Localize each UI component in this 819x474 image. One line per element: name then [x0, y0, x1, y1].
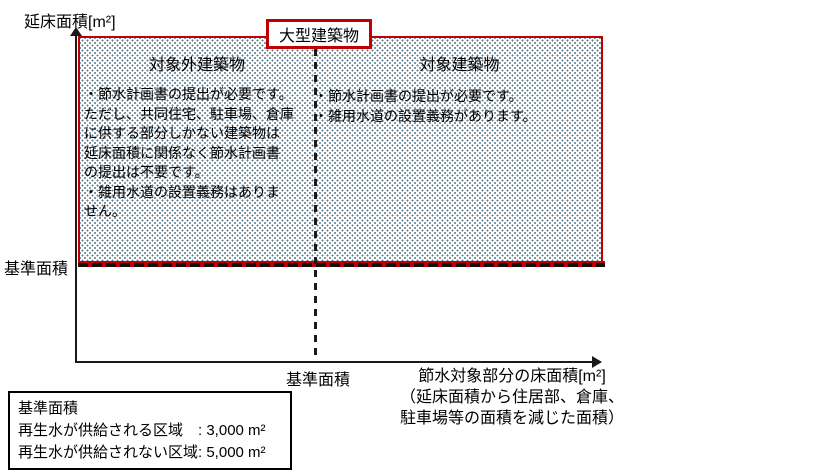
base-area-threshold-dashed-line	[78, 261, 605, 267]
arrow-right-icon	[592, 356, 602, 368]
y-axis-label: 延床面積[m²]	[24, 14, 116, 31]
subject-region-body: ・節水計画書の提出が必要です。 ・雑用水道の設置義務があります。	[314, 88, 537, 124]
y-axis-line	[75, 34, 77, 363]
x-axis-label: 節水対象部分の床面積[m²] （延床面積から住居部、倉庫、 駐車場等の面積を減じ…	[399, 368, 624, 427]
region-divider-dashed-line	[314, 49, 317, 362]
legend-row-not-supplied: 再生水が供給されない区域: 5,000 m²	[18, 444, 266, 461]
y-threshold-label: 基準面積	[4, 261, 69, 278]
exempt-region-title: 対象外建築物	[148, 57, 245, 74]
legend-title: 基準面積	[18, 400, 79, 417]
x-threshold-label: 基準面積	[285, 372, 350, 389]
legend-row-supplied: 再生水が供給される区域 : 3,000 m²	[18, 422, 266, 439]
exempt-region-body: ・節水計画書の提出が必要です。 ただし、共同住宅、駐車場、倉庫 に供する部分しか…	[84, 86, 294, 219]
x-axis-line	[75, 361, 593, 363]
large-building-callout-box: 大型建築物	[266, 19, 372, 49]
arrow-up-icon	[70, 27, 82, 36]
large-building-shaded-region	[78, 36, 603, 261]
large-building-callout-label: 大型建築物	[278, 28, 359, 45]
subject-region-title: 対象建築物	[419, 57, 500, 74]
base-area-legend-box: 基準面積 再生水が供給される区域 : 3,000 m² 再生水が供給されない区域…	[8, 391, 292, 470]
